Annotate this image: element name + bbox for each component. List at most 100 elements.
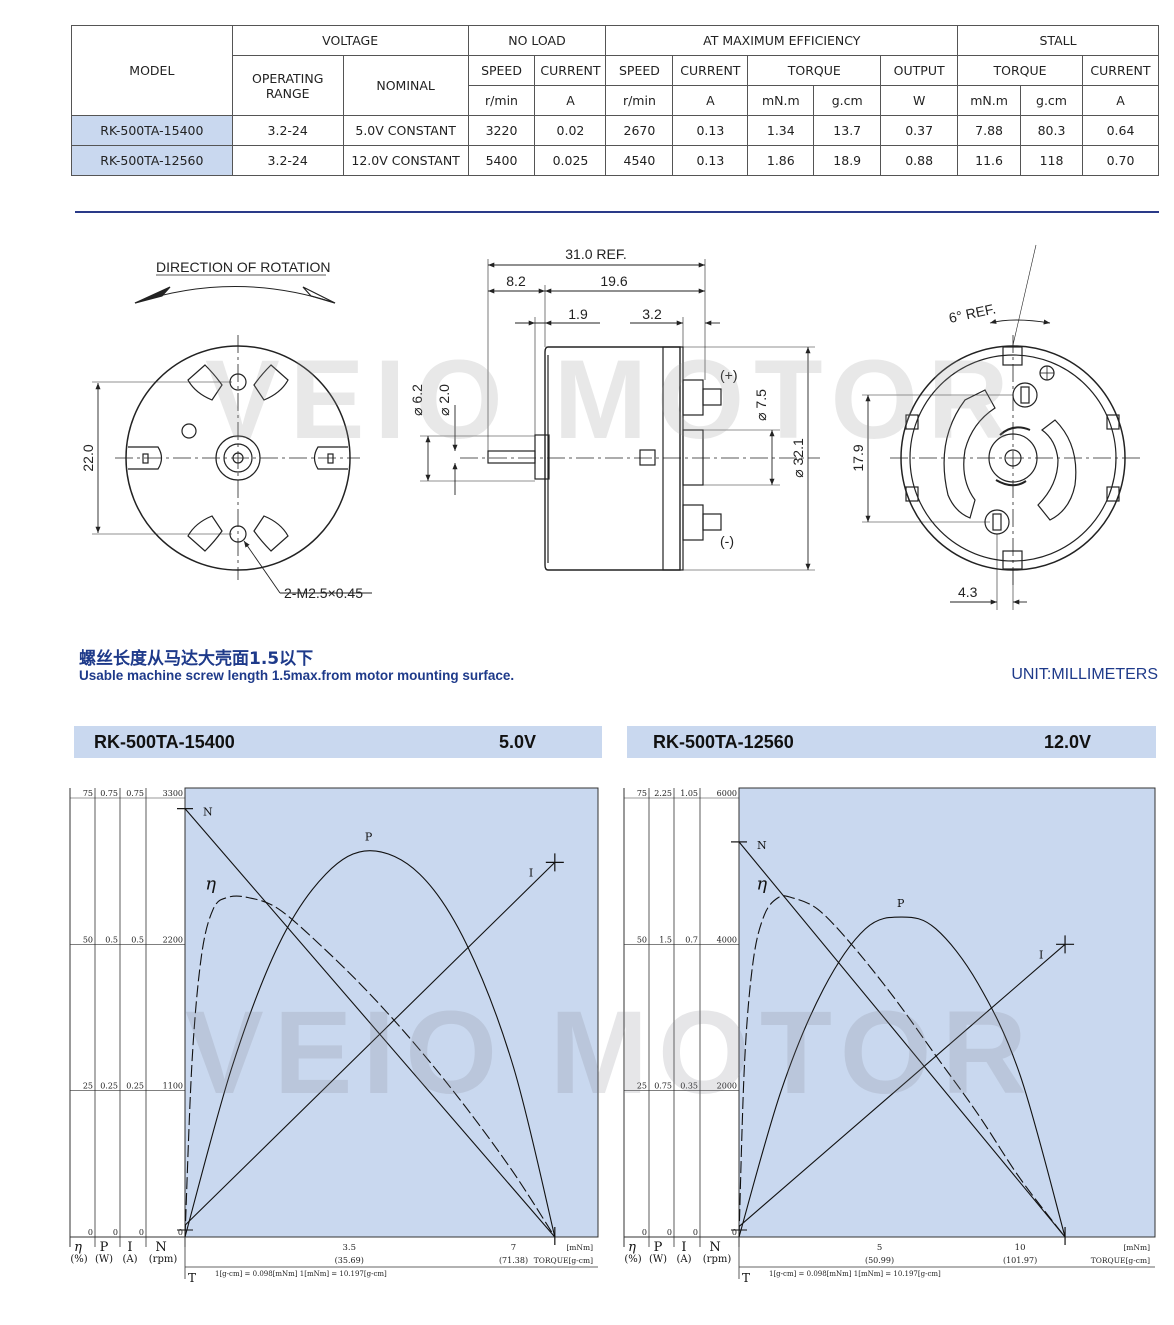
table-cell: 1.86 — [747, 145, 815, 176]
unit-mnm: mN.m — [747, 85, 815, 116]
x-unit-label: [mNm] — [1123, 1243, 1150, 1252]
plus-terminal-label: (+) — [720, 367, 738, 383]
table-cell: 3220 — [467, 115, 536, 146]
unit-rmin: r/min — [605, 85, 674, 116]
table-cell: 11.6 — [957, 145, 1022, 176]
axis-tick-label: 0 — [88, 1228, 93, 1237]
header-nominal: NOMINAL — [342, 55, 469, 116]
axis-unit: (W) — [649, 1254, 667, 1265]
series-label: P — [897, 897, 905, 910]
axis-tick-label: 2000 — [717, 1082, 737, 1091]
watermark: VEIO MOTOR — [185, 987, 1037, 1119]
unit-a: A — [534, 85, 607, 116]
dim-3-2: 3.2 — [642, 306, 662, 322]
table-row: RK-500TA-15400 3.2-24 5.0V CONSTANT 3220… — [71, 115, 1160, 146]
x-alt-label: TORQUE[g-cm] — [1091, 1256, 1150, 1265]
dim-7-5: ⌀ 7.5 — [753, 389, 769, 421]
conversion-note: 1[g-cm] = 0.098[mNm] 1[mNm] = 10.197[g-c… — [215, 1270, 387, 1278]
dim-17-9: 17.9 — [850, 444, 866, 471]
axis-unit: (W) — [95, 1254, 113, 1265]
axis-tick-label: 0.35 — [680, 1082, 698, 1091]
chart-voltage-2: 12.0V — [1044, 732, 1092, 752]
header-operating-range: OPERATING RANGE — [231, 55, 344, 116]
side-view — [420, 259, 820, 571]
axis-unit: (%) — [624, 1254, 641, 1265]
table-cell: 0.02 — [534, 115, 607, 146]
performance-chart-2: 0255075η(%)00.751.52.25P(W)00.350.71.05I… — [623, 787, 1156, 1285]
dim-32-1: ⌀ 32.1 — [790, 438, 806, 478]
plot-area — [738, 787, 1156, 1238]
chart-banner-2: RK-500TA-12560 12.0V — [627, 726, 1156, 758]
table-cell: 80.3 — [1020, 115, 1083, 146]
axis-tick-label: 0.7 — [685, 935, 698, 944]
screw-label: 2-M2.5×0.45 — [284, 585, 363, 601]
chart-voltage-1: 5.0V — [499, 732, 537, 752]
x-tick-label: 7 — [511, 1243, 516, 1253]
dim-2-0: ⌀ 2.0 — [436, 384, 452, 416]
axis-tick-label: 75 — [637, 789, 647, 798]
axis-tick-label: 3300 — [163, 789, 183, 798]
x-tick-sub-label: (71.38) — [499, 1256, 528, 1265]
series-label: N — [203, 806, 213, 819]
axis-tick-label: 25 — [637, 1082, 647, 1091]
chart-title-1: RK-500TA-15400 — [94, 732, 235, 752]
header-stall-current: CURRENT — [1081, 55, 1160, 86]
minus-terminal-label: (-) — [720, 533, 734, 549]
axis-tick-label: 0 — [667, 1228, 672, 1237]
axis-tick-label: 1100 — [163, 1082, 183, 1091]
axis-tick-label: 1.05 — [680, 789, 698, 798]
x-tick-label: 10 — [1015, 1243, 1026, 1253]
series-line-efficiency — [184, 895, 556, 1238]
axis-tick-label: 0.75 — [654, 1082, 672, 1091]
performance-chart-1: 0255075η(%)00.250.50.75P(W)00.250.50.75I… — [69, 787, 599, 1285]
header-eff-current: CURRENT — [672, 55, 749, 86]
axis-symbol: η — [74, 1240, 82, 1255]
header-max-efficiency: AT MAXIMUM EFFICIENCY — [605, 25, 959, 56]
dim-1-9: 1.9 — [568, 306, 588, 322]
axis-tick-label: 0.5 — [105, 935, 118, 944]
axis-tick-label: 75 — [83, 789, 93, 798]
table-cell: 0.37 — [880, 115, 959, 146]
table-cell: 0.13 — [672, 115, 749, 146]
stall-current-marker — [545, 853, 564, 872]
plot-area — [184, 787, 599, 1238]
dim-6-ref: 6° REF. — [947, 300, 997, 326]
rear-view — [862, 244, 1140, 610]
dim-22: 22.0 — [80, 444, 96, 471]
axis-unit: (rpm) — [703, 1254, 732, 1265]
unit-rmin: r/min — [467, 85, 536, 116]
axis-symbol: I — [681, 1240, 686, 1255]
header-eff-torque: TORQUE — [747, 55, 882, 86]
unit-gcm: g.cm — [813, 85, 882, 116]
x-unit-label: [mNm] — [566, 1243, 593, 1252]
axis-tick-label: 0.5 — [131, 935, 144, 944]
technical-drawing: DIRECTION OF ROTATION 22.0 2-M2.5×0.45 3… — [80, 244, 1140, 610]
header-noload-current: CURRENT — [534, 55, 607, 86]
axis-tick-label: 50 — [637, 935, 647, 944]
header-model: MODEL — [71, 25, 233, 116]
axis-symbol: P — [100, 1240, 109, 1255]
unit-label: UNIT:MILLIMETERS — [1011, 666, 1158, 683]
series-label: I — [529, 866, 533, 879]
table-cell: 2670 — [605, 115, 674, 146]
axis-symbol: N — [709, 1240, 720, 1255]
header-eff-speed: SPEED — [605, 55, 674, 86]
axis-symbol: η — [628, 1240, 636, 1255]
series-label: I — [1039, 948, 1043, 961]
unit-a: A — [672, 85, 749, 116]
series-line-n — [738, 841, 1066, 1238]
axis-tick-label: 2.25 — [654, 789, 672, 798]
axis-tick-label: 0.75 — [100, 789, 118, 798]
table-cell: 0.64 — [1081, 115, 1160, 146]
header-stall-torque: TORQUE — [957, 55, 1083, 86]
note-english: Usable machine screw length 1.5max.from … — [79, 668, 515, 683]
axis-tick-label: 0.25 — [100, 1082, 118, 1091]
axis-tick-label: 0 — [732, 1228, 737, 1237]
axis-tick-label: 0 — [139, 1228, 144, 1237]
x-tick-sub-label: (35.69) — [335, 1256, 364, 1265]
axis-tick-label: 2200 — [163, 935, 183, 944]
axis-symbol: P — [654, 1240, 663, 1255]
axis-tick-label: 0 — [113, 1228, 118, 1237]
table-cell: 3.2-24 — [231, 115, 344, 146]
table-cell-model: RK-500TA-15400 — [71, 115, 233, 146]
